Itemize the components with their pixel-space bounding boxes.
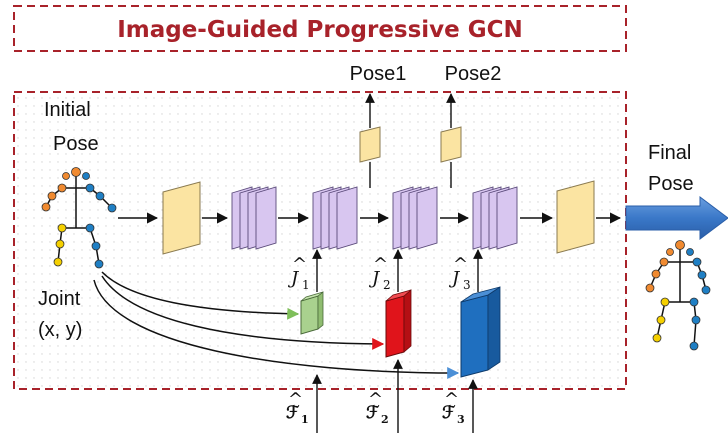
svg-text:^: ^	[373, 254, 388, 275]
svg-text:J: J	[448, 268, 461, 289]
title-box	[13, 5, 627, 52]
joint-label-2: (x, y)	[38, 319, 82, 341]
f1-label: ℱ ^ 1	[286, 389, 309, 426]
svg-text:1: 1	[302, 278, 310, 292]
svg-text:^: ^	[368, 389, 383, 410]
svg-text:^: ^	[288, 389, 303, 410]
final-arrow	[625, 196, 728, 240]
gcn-stack-2	[312, 186, 358, 250]
final-pose-label-2: Pose	[648, 173, 694, 195]
f2-label: ℱ ^ 2	[366, 389, 389, 426]
input-block	[162, 181, 201, 255]
svg-text:ℱ: ℱ	[366, 403, 380, 423]
final-pose-skeleton	[645, 240, 711, 351]
svg-text:2: 2	[383, 278, 391, 292]
svg-text:J: J	[368, 268, 381, 289]
j3-label: J ^ 3	[448, 254, 471, 292]
feature-block-red	[385, 289, 412, 358]
svg-text:2: 2	[381, 413, 389, 426]
svg-text:3: 3	[463, 278, 471, 292]
feature-block-green	[300, 291, 324, 335]
final-pose-label-1: Final	[648, 142, 691, 164]
svg-text:1: 1	[301, 413, 309, 426]
curve-to-green	[101, 271, 300, 320]
svg-text:ℱ: ℱ	[286, 403, 300, 423]
j2-label: J ^ 2	[368, 254, 391, 292]
initial-pose-label-2: Pose	[53, 133, 99, 155]
joint-label-1: Joint	[38, 288, 81, 310]
gcn-stack-1	[231, 186, 277, 250]
pose1-block	[359, 126, 381, 163]
initial-pose-skeleton	[41, 167, 117, 269]
curve-to-red	[101, 275, 385, 350]
svg-text:J: J	[287, 268, 300, 289]
svg-text:^: ^	[453, 254, 468, 275]
pose2-label: Pose2	[445, 63, 502, 85]
output-block	[556, 180, 595, 254]
pose2-block	[440, 126, 462, 163]
svg-text:3: 3	[457, 413, 465, 426]
curve-to-blue	[93, 279, 460, 379]
gcn-stack-4	[472, 186, 518, 250]
diagram-title: Image-Guided Progressive GCN	[117, 17, 523, 43]
svg-text:^: ^	[444, 389, 459, 410]
gcn-stack-3	[392, 186, 438, 250]
feature-block-blue	[460, 286, 501, 378]
initial-pose-label-1: Initial	[44, 99, 91, 121]
svg-text:ℱ: ℱ	[442, 403, 456, 423]
svg-text:^: ^	[292, 254, 307, 275]
pose1-label: Pose1	[350, 63, 407, 85]
j1-label: J ^ 1	[287, 254, 310, 292]
f3-label: ℱ ^ 3	[442, 389, 465, 426]
